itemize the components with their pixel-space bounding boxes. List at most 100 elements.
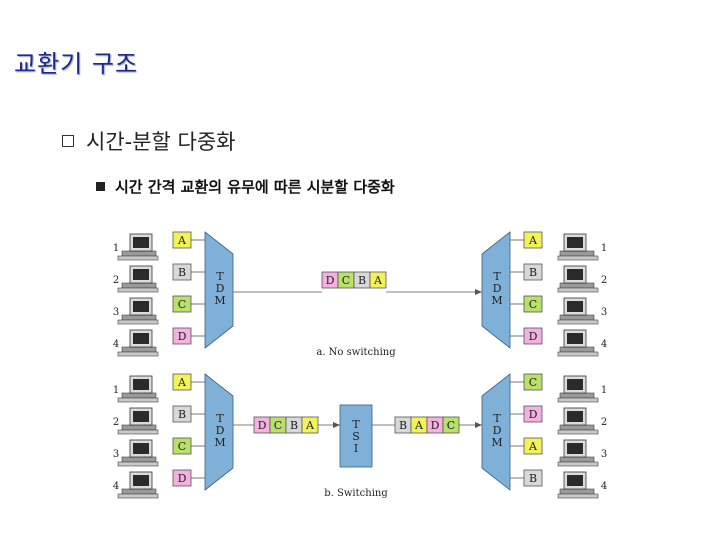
computer-icon (117, 297, 159, 325)
tdm-demux: TDM (481, 373, 511, 491)
computer-icon (557, 407, 599, 435)
frame-slot (369, 271, 387, 289)
slot-letter: C (529, 376, 537, 389)
computer-icon (557, 297, 599, 325)
port-number: 2 (113, 417, 119, 428)
port-number: 1 (601, 243, 607, 254)
tdm-trapezoid (481, 231, 511, 349)
tdm-trapezoid (204, 231, 234, 349)
computer-icon (117, 471, 159, 499)
slot-letter: C (178, 298, 186, 311)
computer-icon (117, 439, 159, 467)
slot-letter: C (178, 440, 186, 453)
computer-icon (557, 471, 599, 499)
tdm-label-letter: T (216, 270, 224, 283)
input-slot: C (172, 295, 192, 313)
slot-letter: C (529, 298, 537, 311)
frame-slot-letter: D (326, 274, 335, 287)
tdm-label-letter: M (491, 436, 502, 449)
bullet-level1-text: 시간-분할 다중화 (86, 130, 236, 154)
frame-slot-letter: A (414, 419, 424, 432)
port-number: 3 (113, 307, 119, 318)
input-slot: A (172, 373, 192, 391)
computer-icon (557, 329, 599, 357)
slot-letter: B (178, 266, 186, 279)
input-slot: D (172, 327, 192, 345)
slot-letter: A (177, 376, 187, 389)
port-number: 1 (113, 385, 119, 396)
output-slot: C (523, 373, 543, 391)
tdm-mux: TDM (204, 231, 234, 349)
tsi-label-letter: S (352, 430, 360, 443)
port-number: 2 (601, 417, 607, 428)
tdm-label-letter: D (493, 282, 502, 295)
port-number: 4 (601, 481, 607, 492)
tdm-label-letter: M (214, 436, 225, 449)
tdm-label-letter: M (491, 294, 502, 307)
output-slot: B (523, 469, 543, 487)
frame-slot-letter: D (431, 419, 440, 432)
computer-icon (117, 265, 159, 293)
port-number: 4 (601, 339, 607, 350)
tdm-label-letter: T (493, 412, 501, 425)
tdm-label-letter: D (216, 424, 225, 437)
tdm-label-letter: D (493, 424, 502, 437)
link-arrow (318, 422, 340, 428)
frame-slot-letter: C (342, 274, 350, 287)
slot-letter: B (529, 266, 537, 279)
port-number: 3 (113, 449, 119, 460)
port-number: 3 (601, 449, 607, 460)
output-slot: D (523, 405, 543, 423)
computer-icon (117, 407, 159, 435)
computer-icon (557, 265, 599, 293)
port-number: 2 (601, 275, 607, 286)
page-title: 교환기 구조 (14, 50, 139, 78)
port-number: 4 (113, 481, 119, 492)
input-slot: D (172, 469, 192, 487)
slot-letter: D (529, 408, 538, 421)
output-slot: A (523, 437, 543, 455)
slot-letter: B (529, 472, 537, 485)
checkbox-bullet-icon (62, 135, 74, 147)
computer-icon (117, 233, 159, 261)
computer-icon (557, 375, 599, 403)
port-number: 3 (601, 307, 607, 318)
tdm-trapezoid (204, 373, 234, 491)
frame-slot-letter: B (358, 274, 366, 287)
link-arrow (459, 422, 482, 428)
computer-icon (117, 375, 159, 403)
frame-slot-letter: B (399, 419, 407, 432)
tdm-label-letter: D (216, 282, 225, 295)
output-slot: D (523, 327, 543, 345)
bullet-level2: 시간 간격 교환의 유무에 따른 시분할 다중화 (96, 176, 395, 197)
tdm-demux: TDM (481, 231, 511, 349)
caption-a: a. No switching (316, 347, 396, 358)
slot-letter: A (528, 234, 538, 247)
input-slot: B (172, 263, 192, 281)
tsi-label-letter: T (352, 418, 360, 431)
output-slot: B (523, 263, 543, 281)
tdm-trapezoid (481, 373, 511, 491)
frame-slot-letter: C (274, 419, 282, 432)
port-number: 2 (113, 275, 119, 286)
caption-b: b. Switching (324, 488, 388, 499)
bullet-level1: 시간-분할 다중화 (62, 126, 236, 156)
tdm-label-letter: M (214, 294, 225, 307)
port-number: 4 (113, 339, 119, 350)
frame-slot-letter: A (373, 274, 383, 287)
slot-letter: D (178, 330, 187, 343)
link-arrow (386, 289, 482, 295)
output-slot: A (523, 231, 543, 249)
frame-slot-letter: D (258, 419, 267, 432)
frame-slot-letter: A (305, 419, 315, 432)
computer-icon (557, 233, 599, 261)
computer-icon (117, 329, 159, 357)
tdm-label-letter: T (493, 270, 501, 283)
frame-slot-letter: C (447, 419, 455, 432)
tsi-rect (339, 404, 373, 468)
